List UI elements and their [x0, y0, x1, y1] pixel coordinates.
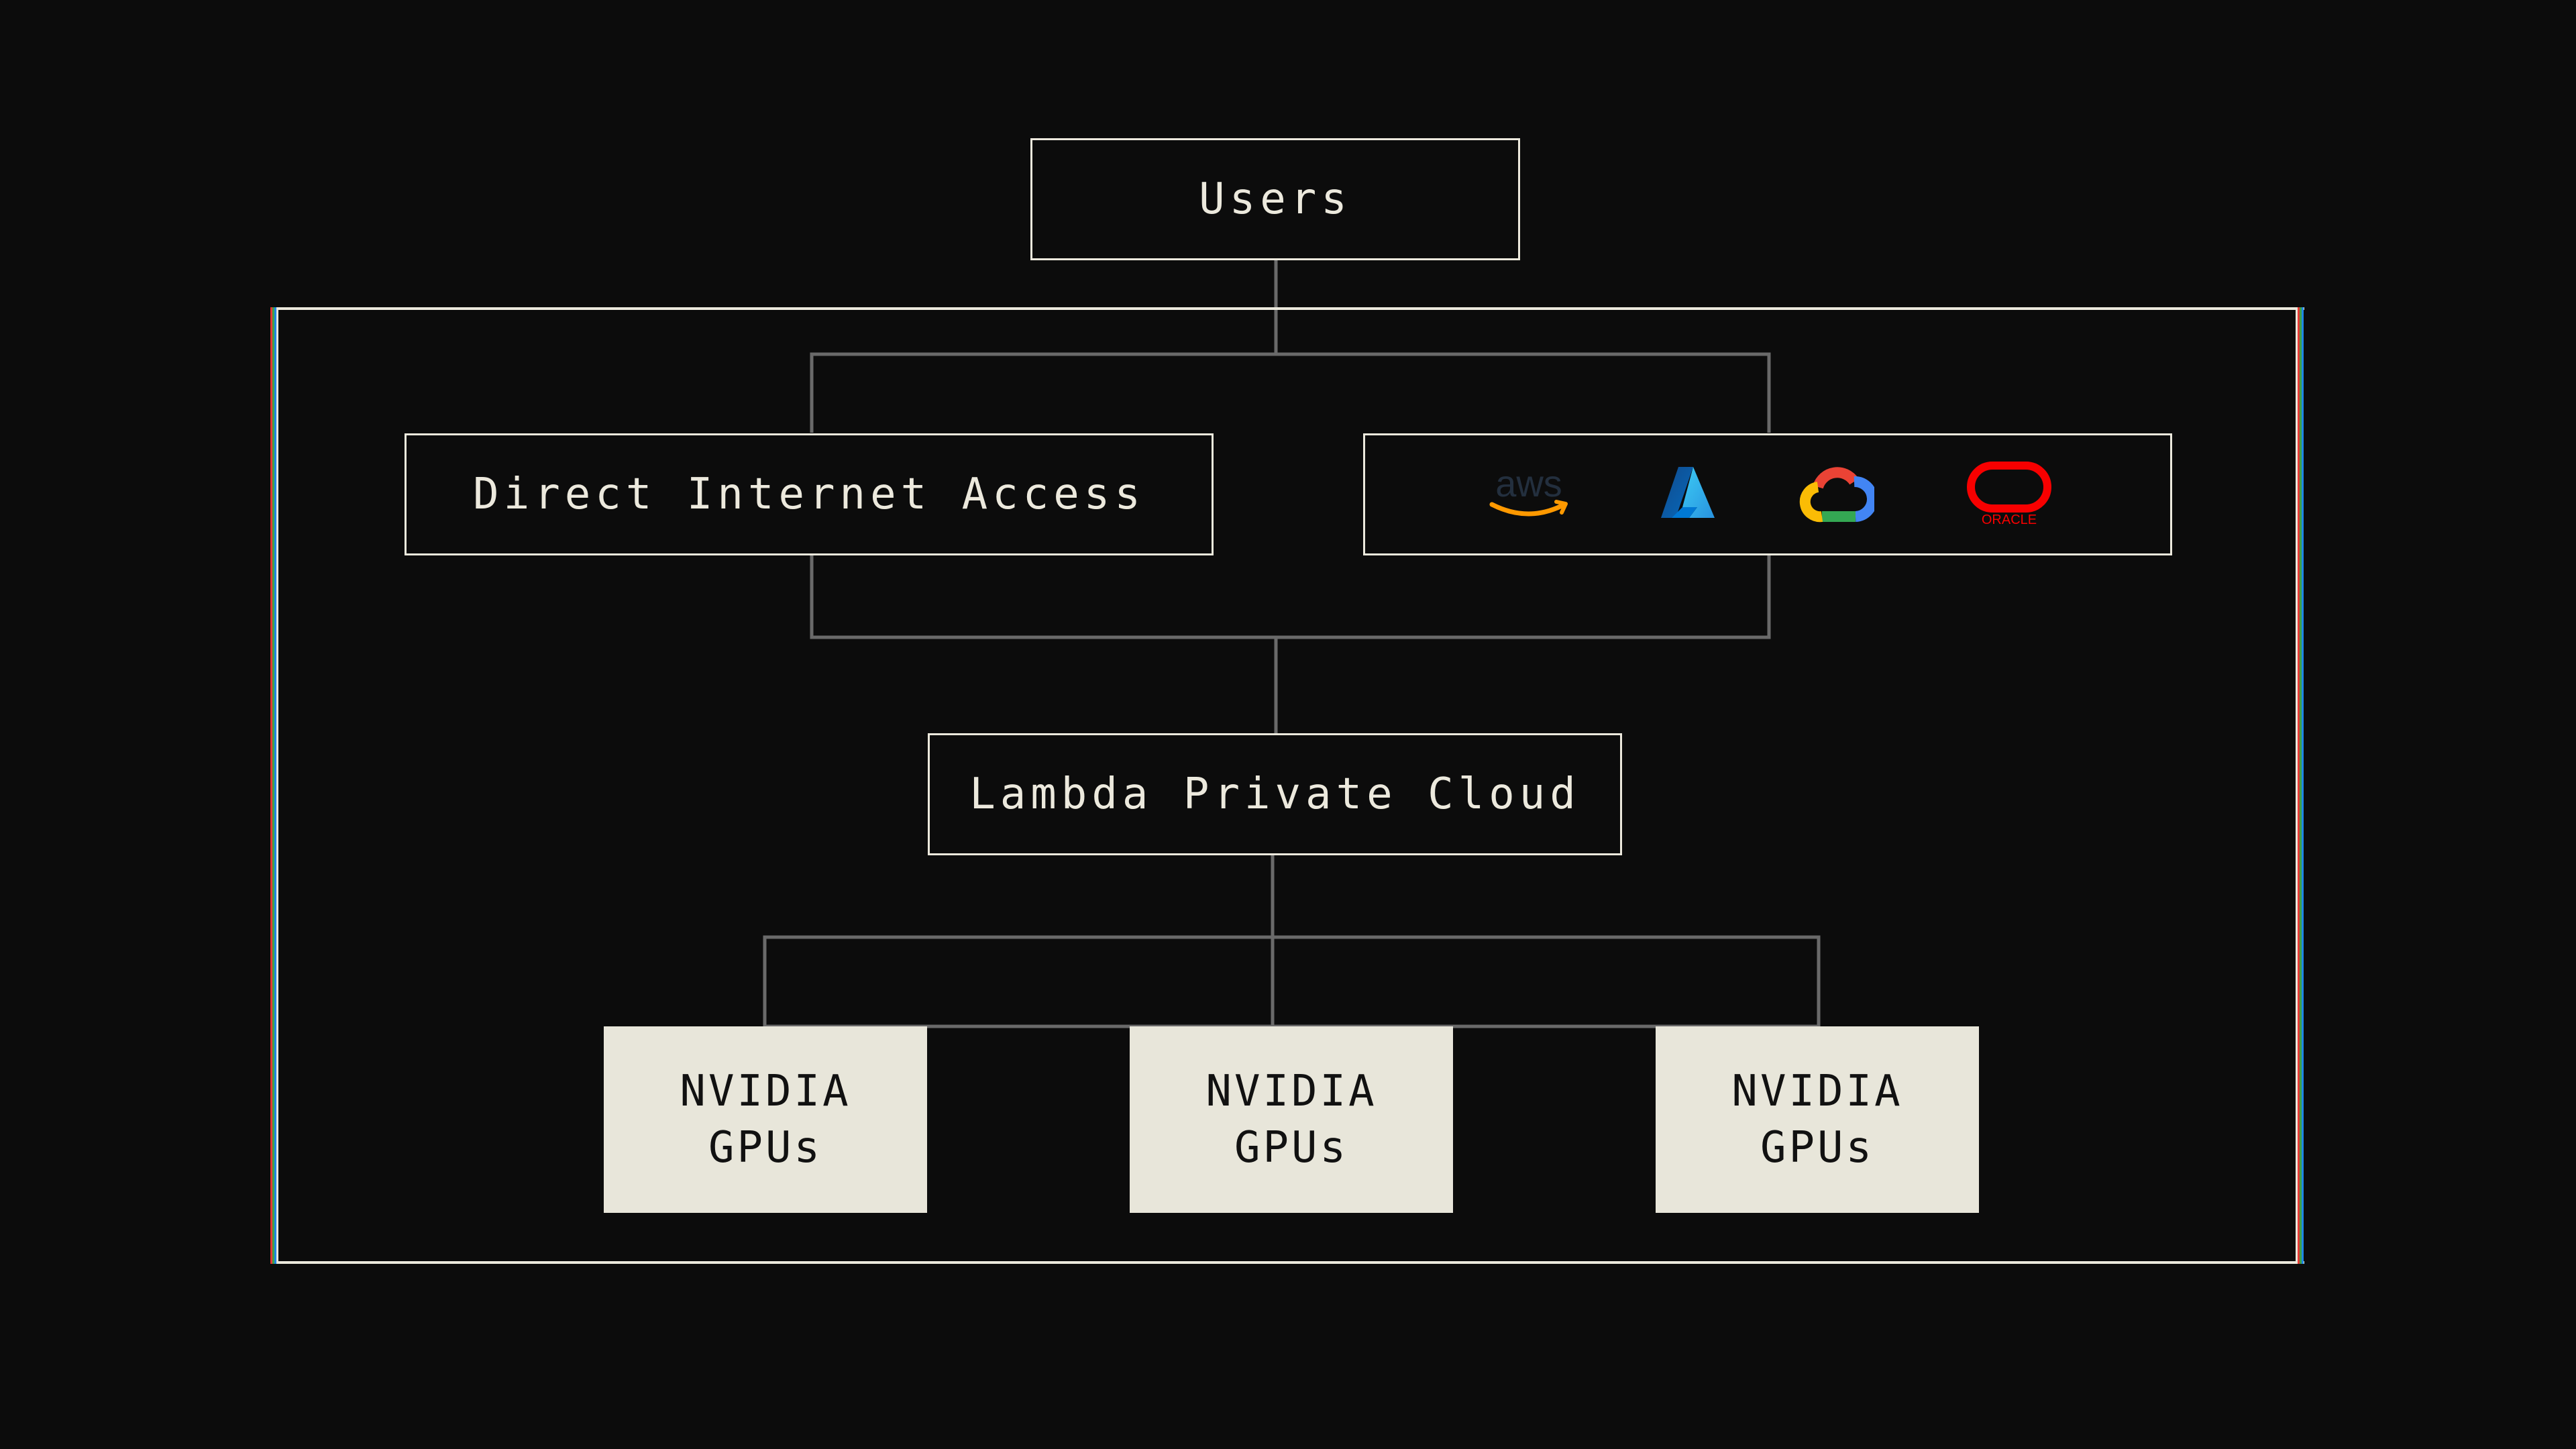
- frame-edge-left-red: [270, 307, 272, 1264]
- frame-edge-left-green: [272, 307, 274, 1264]
- gpu-label-line2: GPUs: [1760, 1123, 1875, 1173]
- users-label: Users: [1199, 174, 1352, 224]
- frame-edge-right-blue: [2302, 307, 2304, 1264]
- gpu-label-line2: GPUs: [708, 1123, 823, 1173]
- gpu-node-3: NVIDIA GPUs: [1656, 1026, 1979, 1213]
- frame-edge-right-red: [2298, 307, 2300, 1264]
- cloud-providers-node: [1363, 433, 2172, 555]
- lambda-private-cloud-label: Lambda Private Cloud: [969, 769, 1580, 819]
- gpu-node-1: NVIDIA GPUs: [604, 1026, 927, 1213]
- users-node: Users: [1030, 138, 1520, 260]
- gpu-label-line1: NVIDIA: [1205, 1067, 1377, 1116]
- frame-edge-right: [2296, 307, 2298, 1264]
- google-cloud-logo-icon: [1795, 462, 1878, 526]
- aws-wordmark: aws: [1495, 462, 1562, 504]
- aws-logo-graphic: aws: [1489, 462, 1568, 517]
- oracle-wordmark: ORACLE: [1982, 513, 2037, 527]
- lambda-private-cloud-node: Lambda Private Cloud: [928, 733, 1622, 855]
- aws-smile: [1489, 502, 1567, 517]
- direct-internet-access-label: Direct Internet Access: [473, 470, 1145, 519]
- google-cloud-logo-graphic: [1799, 467, 1878, 523]
- gpu-label-line2: GPUs: [1234, 1123, 1349, 1173]
- frame-edge-right-green: [2300, 307, 2302, 1264]
- aws-smile-arrow: [1554, 500, 1568, 515]
- gpu-label-line1: NVIDIA: [680, 1067, 851, 1116]
- oracle-logo-icon: ORACLE: [1966, 462, 2053, 529]
- gpu-label-line1: NVIDIA: [1731, 1067, 1903, 1116]
- frame-edge-left: [276, 307, 278, 1264]
- direct-internet-access-node: Direct Internet Access: [405, 433, 1214, 555]
- gpu-bus-left: [763, 935, 1821, 1026]
- oracle-logo-graphic: ORACLE: [1967, 462, 2051, 527]
- aws-logo-icon: aws: [1485, 462, 1572, 529]
- lambda-network-boundary: [272, 307, 2304, 1264]
- frame-edge-left-blue: [274, 307, 276, 1264]
- connector-split-top: [810, 352, 1771, 433]
- gpu-node-2: NVIDIA GPUs: [1130, 1026, 1453, 1213]
- connector-merge: [810, 555, 1771, 639]
- azure-logo-graphic: [1661, 467, 1715, 518]
- azure-logo-icon: [1660, 466, 1716, 519]
